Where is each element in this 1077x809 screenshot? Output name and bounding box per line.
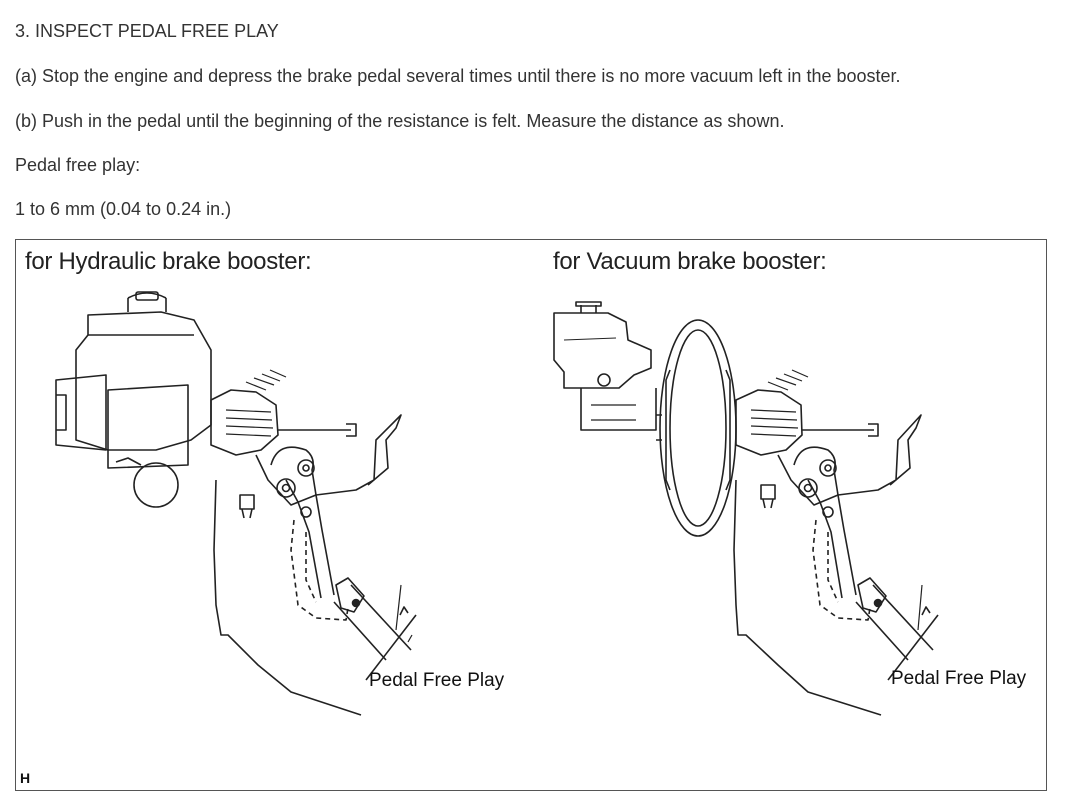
illustration-figure: for Hydraulic brake booster: for Vacuum … xyxy=(15,239,1047,791)
hydraulic-booster-drawing xyxy=(55,291,417,716)
step-a-text: (a) Stop the engine and depress the brak… xyxy=(15,66,901,86)
hydraulic-caption: for Hydraulic brake booster: xyxy=(25,248,312,275)
vacuum-pedal-free-play-label: Pedal Free Play xyxy=(891,668,1027,689)
step-b-text: (b) Push in the pedal until the beginnin… xyxy=(15,111,785,131)
spec-label: Pedal free play: xyxy=(15,155,141,175)
vacuum-booster-drawing xyxy=(553,301,939,716)
brake-pedal-illustration xyxy=(55,291,939,716)
spec-value: 1 to 6 mm (0.04 to 0.24 in.) xyxy=(15,199,232,219)
hydraulic-pedal-free-play-label: Pedal Free Play xyxy=(369,670,505,691)
figure-code: H xyxy=(20,770,31,786)
vacuum-caption: for Vacuum brake booster: xyxy=(553,248,827,275)
section-heading: 3. INSPECT PEDAL FREE PLAY xyxy=(15,21,279,41)
